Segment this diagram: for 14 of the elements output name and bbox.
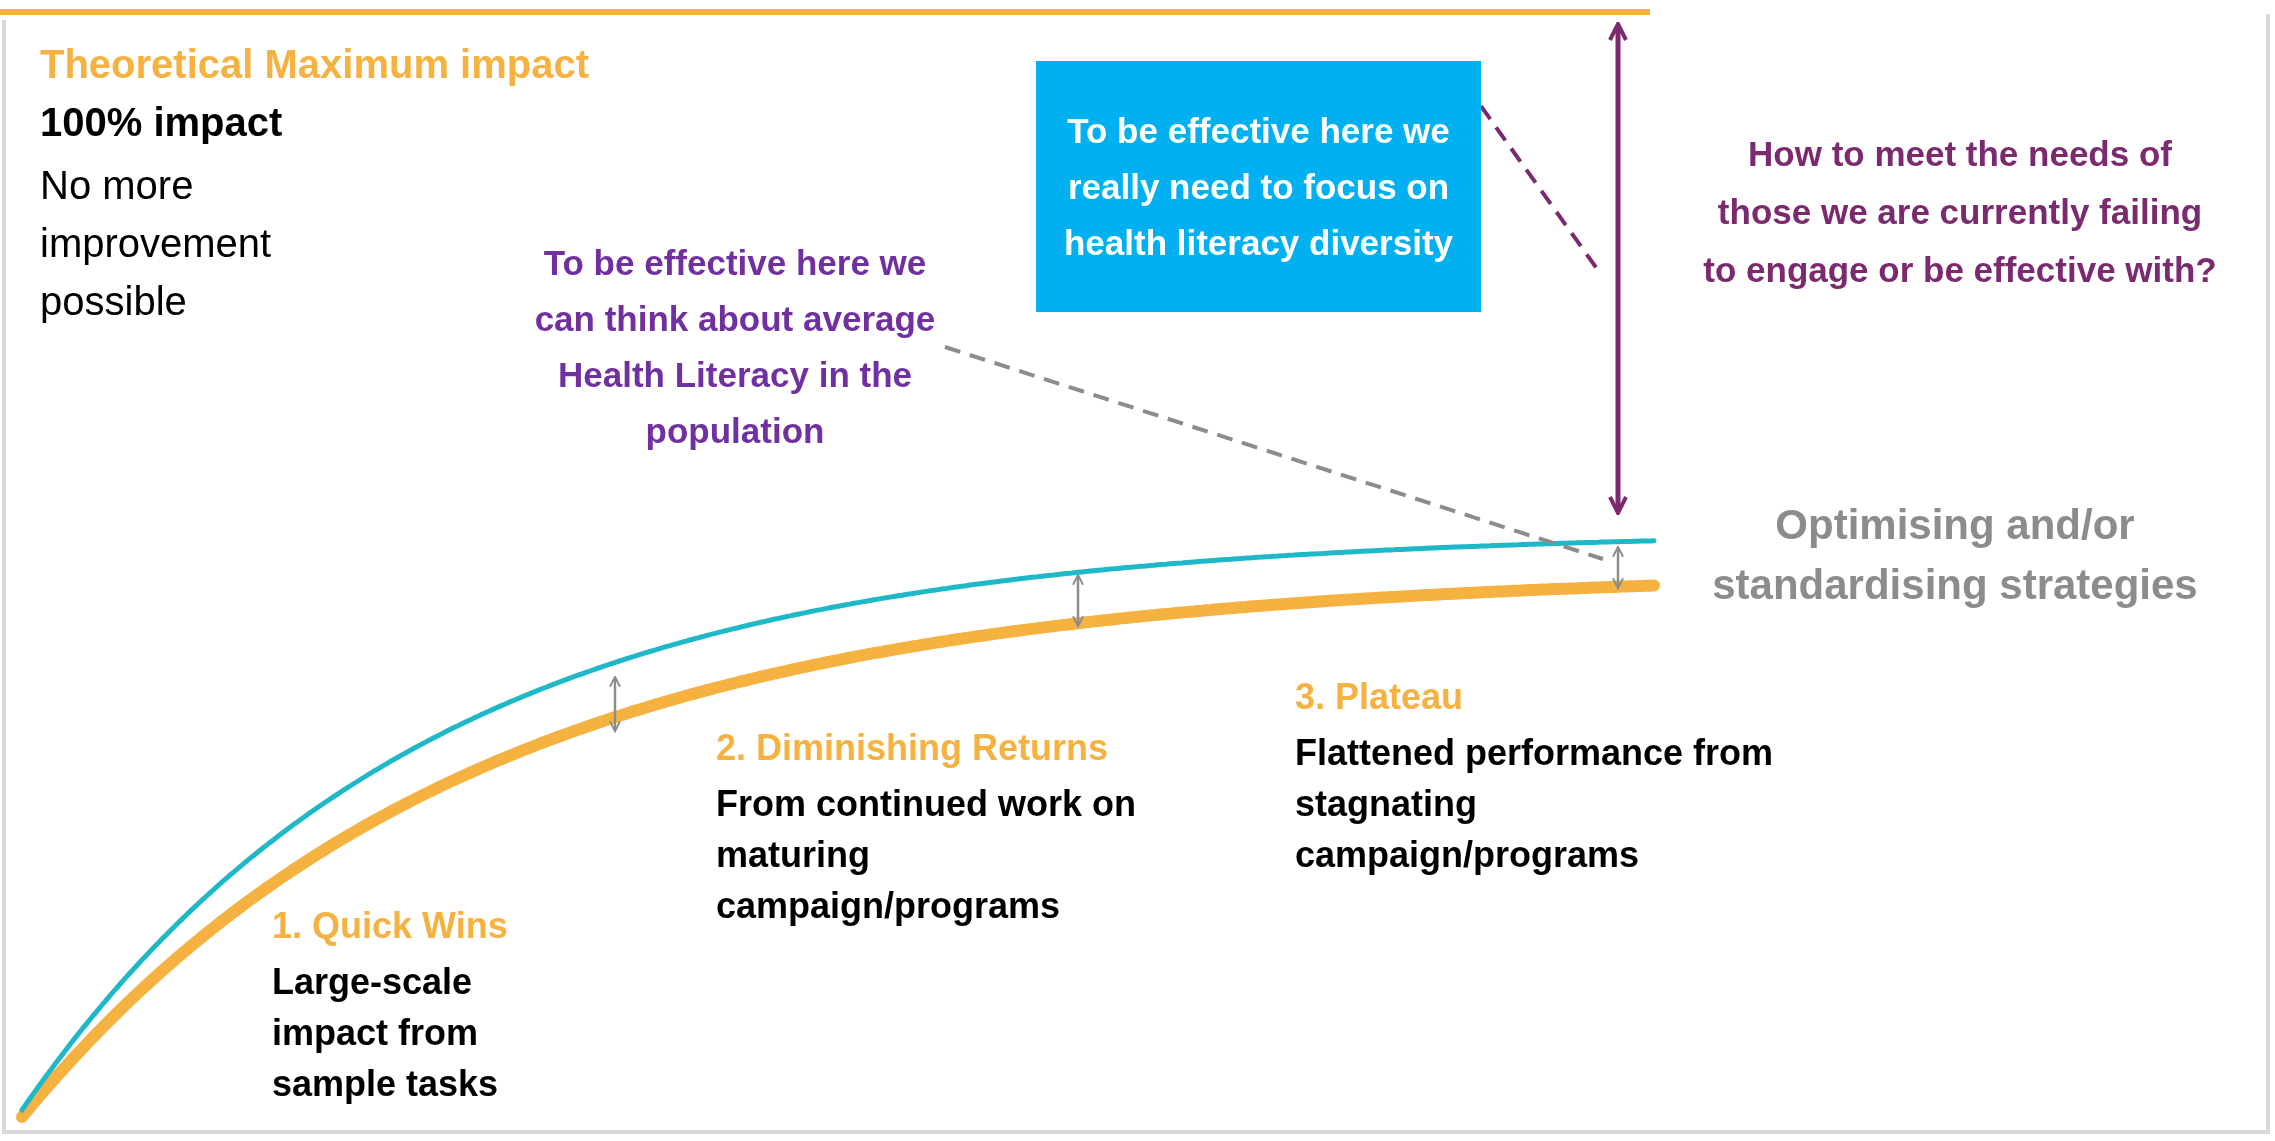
stage-heading: 3. Plateau	[1295, 676, 1464, 718]
subheading: 100% impact	[40, 100, 283, 145]
stage-heading: 2. Diminishing Returns	[716, 727, 1109, 769]
stage-description: Large-scale impact from sample tasks	[272, 960, 500, 1106]
stage-description: Flattened performance from stagnating campaign/programs	[1295, 731, 1775, 877]
callout-box: To be effective here we really need to focus on health literacy diversity	[1036, 61, 1481, 312]
heading: Theoretical Maximum impact	[40, 42, 590, 87]
strategy-label: Optimising and/or standardising strategies	[1711, 500, 2199, 610]
description-text: No more improvement possible	[40, 162, 273, 325]
stage-description: From continued work on maturing campaign/programs	[716, 782, 1137, 928]
stage-heading: 1. Quick Wins	[272, 905, 508, 947]
question-text: How to meet the needs of those we are currently failing to engage or be effective with?	[1702, 133, 2218, 291]
annotation-text: To be effective here we can think about average Health Literacy in the population	[525, 235, 945, 459]
leader-line	[944, 345, 1604, 561]
